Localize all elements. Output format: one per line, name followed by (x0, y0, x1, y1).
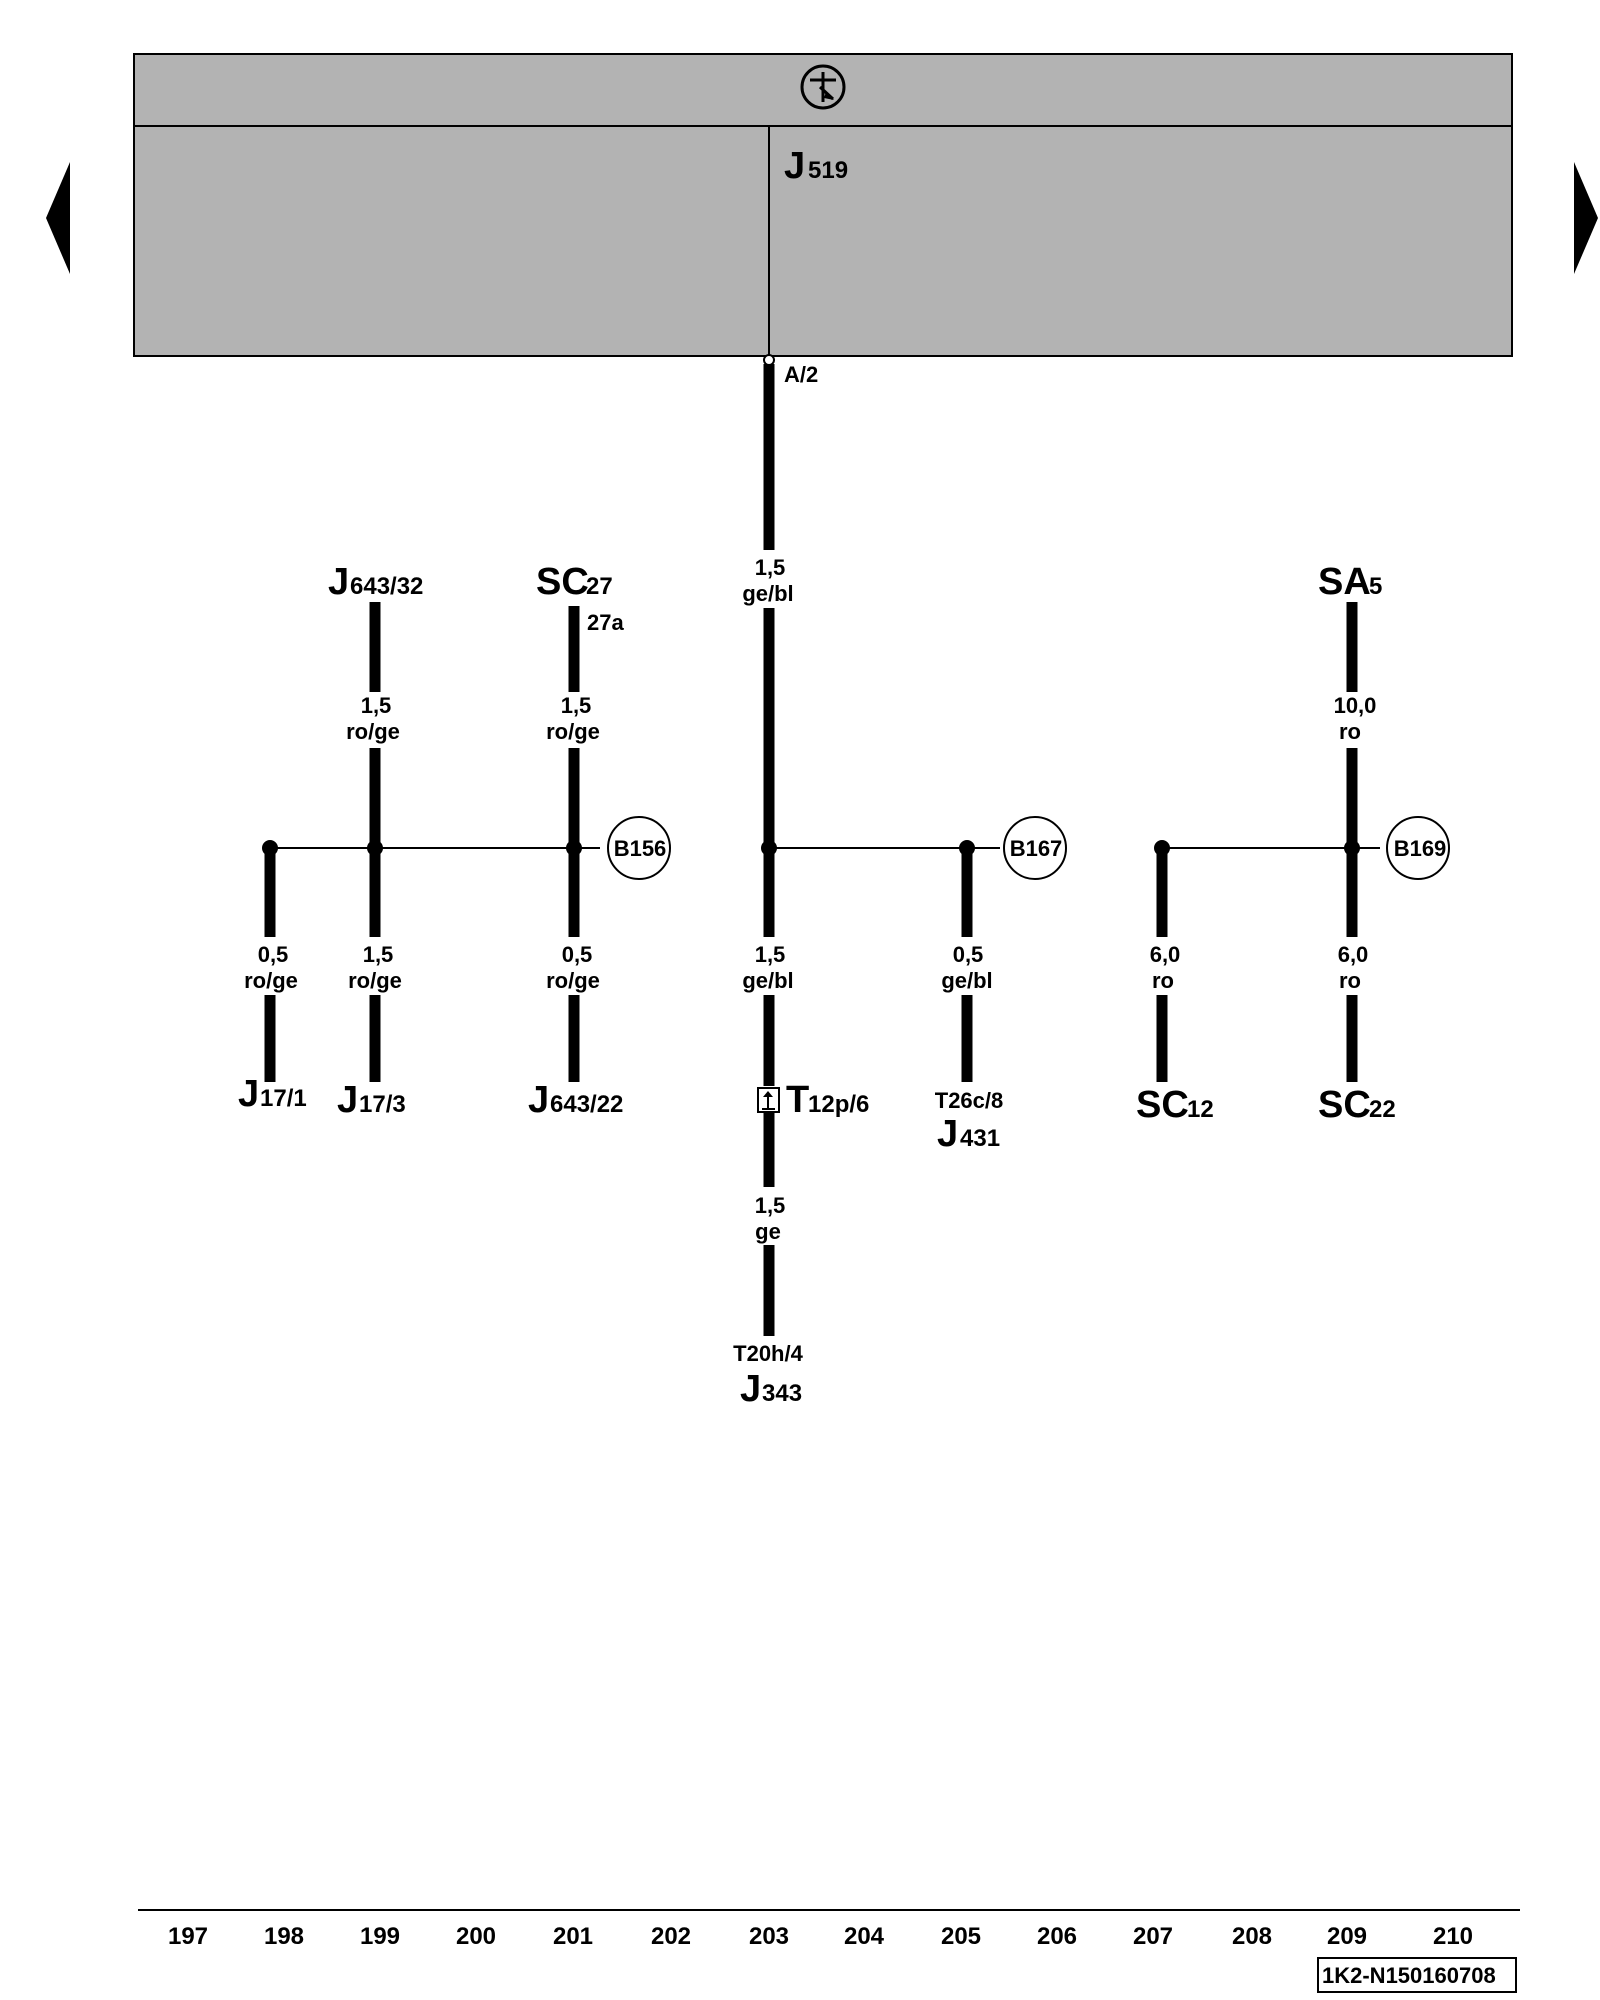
wire-color-label: ro/ge (244, 968, 298, 993)
wire-size-label: 6,0 (1150, 942, 1181, 967)
axis-number: 199 (360, 1923, 400, 1950)
pin-connector (763, 354, 775, 366)
terminal-j431-sub: 431 (960, 1125, 1000, 1152)
connector-icon (757, 1087, 780, 1113)
terminal-t12p-sub: 12p/6 (808, 1091, 869, 1118)
wire-size-label: 0,5 (562, 942, 593, 967)
terminal-j343-sub: 343 (762, 1380, 802, 1407)
splice-b167 (1003, 816, 1067, 880)
axis-number: 207 (1133, 1923, 1173, 1950)
wire-size-label: 1,5 (755, 555, 786, 580)
axis-number: 206 (1037, 1923, 1077, 1950)
terminal-j643-32-sub: 643/32 (350, 573, 423, 600)
splice-b169-label: B169 (1394, 836, 1447, 861)
axis-numbers: 197 198 199 200 201 202 203 204 205 206 207 208 209 2… (168, 1923, 1473, 1950)
terminal-j17-3-main: J (337, 1079, 358, 1121)
wire-size-label: 1,5 (361, 693, 392, 718)
wire-color-label: ro (1339, 719, 1361, 744)
electronic-component-icon (800, 64, 846, 110)
terminal-t12p-main: T (786, 1079, 809, 1121)
terminal-sc27-pin: 27a (587, 610, 624, 635)
unit-name: J (784, 145, 805, 187)
wire-size-label: 0,5 (953, 942, 984, 967)
axis-number: 208 (1232, 1923, 1272, 1950)
terminal-j17-3-sub: 17/3 (359, 1091, 406, 1118)
wire-color-label: ge/bl (941, 968, 992, 993)
terminal-j431-pin: T26c/8 (935, 1088, 1004, 1113)
axis-number: 205 (941, 1923, 981, 1950)
axis-number: 202 (651, 1923, 691, 1950)
axis-number: 201 (553, 1923, 593, 1950)
wire-color-label: ro/ge (346, 719, 400, 744)
wire-color-label: ro/ge (546, 968, 600, 993)
terminal-j643-22-main: J (528, 1079, 549, 1121)
wire-size-label: 0,5 (258, 942, 289, 967)
splice-node (262, 840, 278, 856)
axis-number: 209 (1327, 1923, 1367, 1950)
terminal-sc27-sub: 27 (586, 573, 613, 600)
terminal-j643-32-main: J (328, 561, 349, 603)
splice-node (761, 840, 777, 856)
terminal-j643-22-sub: 643/22 (550, 1091, 623, 1118)
document-id-box (1317, 1957, 1517, 1993)
wire-size-label: 1,5 (755, 942, 786, 967)
wire-color-label: ge/bl (742, 968, 793, 993)
splice-b156 (607, 816, 671, 880)
unit-name-sub: 519 (808, 157, 848, 184)
next-page-arrow[interactable] (1574, 162, 1598, 274)
splice-b167-label: B167 (1010, 836, 1063, 861)
wire-color-label: ro/ge (546, 719, 600, 744)
document-id: 1K2-N150160708 (1322, 1963, 1496, 1988)
wire-size-label: 1,5 (755, 1193, 786, 1218)
pin-a2: A/2 (784, 362, 818, 387)
terminal-sc12-sub: 12 (1187, 1096, 1214, 1123)
splice-node (566, 840, 582, 856)
splice-node (367, 840, 383, 856)
terminal-sc12-main: SC (1136, 1084, 1189, 1126)
wire-size-label: 6,0 (1338, 942, 1369, 967)
wire-color-label: ro (1152, 968, 1174, 993)
terminal-sa5-sub: 5 (1369, 573, 1382, 600)
axis-number: 200 (456, 1923, 496, 1950)
terminal-j343-main: J (740, 1368, 761, 1410)
wire-size-label: 1,5 (561, 693, 592, 718)
axis-number: 210 (1433, 1923, 1473, 1950)
terminal-j343-pin: T20h/4 (733, 1341, 803, 1366)
wire-color-label: ge (755, 1219, 781, 1244)
terminal-j17-1-main: J (238, 1073, 259, 1115)
terminal-j17-1-sub: 17/1 (260, 1085, 307, 1112)
axis-number: 203 (749, 1923, 789, 1950)
control-unit-j519: J 519 (133, 53, 1513, 357)
wire-color-label: ge/bl (742, 581, 793, 606)
previous-page-arrow[interactable] (46, 162, 70, 274)
splice-b156-label: B156 (614, 836, 667, 861)
axis-number: 204 (844, 1923, 885, 1950)
terminal-sc22-main: SC (1318, 1084, 1371, 1126)
terminal-j431-main: J (937, 1113, 958, 1155)
splice-node (1344, 840, 1360, 856)
splice-node (1154, 840, 1170, 856)
axis-number: 198 (264, 1923, 304, 1950)
axis-number: 197 (168, 1923, 208, 1950)
wire-size-label: 1,5 (363, 942, 394, 967)
wire-size-label: 10,0 (1334, 693, 1377, 718)
splice-b169 (1386, 816, 1450, 880)
terminal-sa5-main: SA (1318, 561, 1371, 603)
terminal-sc27-main: SC (536, 561, 589, 603)
terminal-sc22-sub: 22 (1369, 1096, 1396, 1123)
wire-color-label: ro (1339, 968, 1361, 993)
wire-color-label: ro/ge (348, 968, 402, 993)
